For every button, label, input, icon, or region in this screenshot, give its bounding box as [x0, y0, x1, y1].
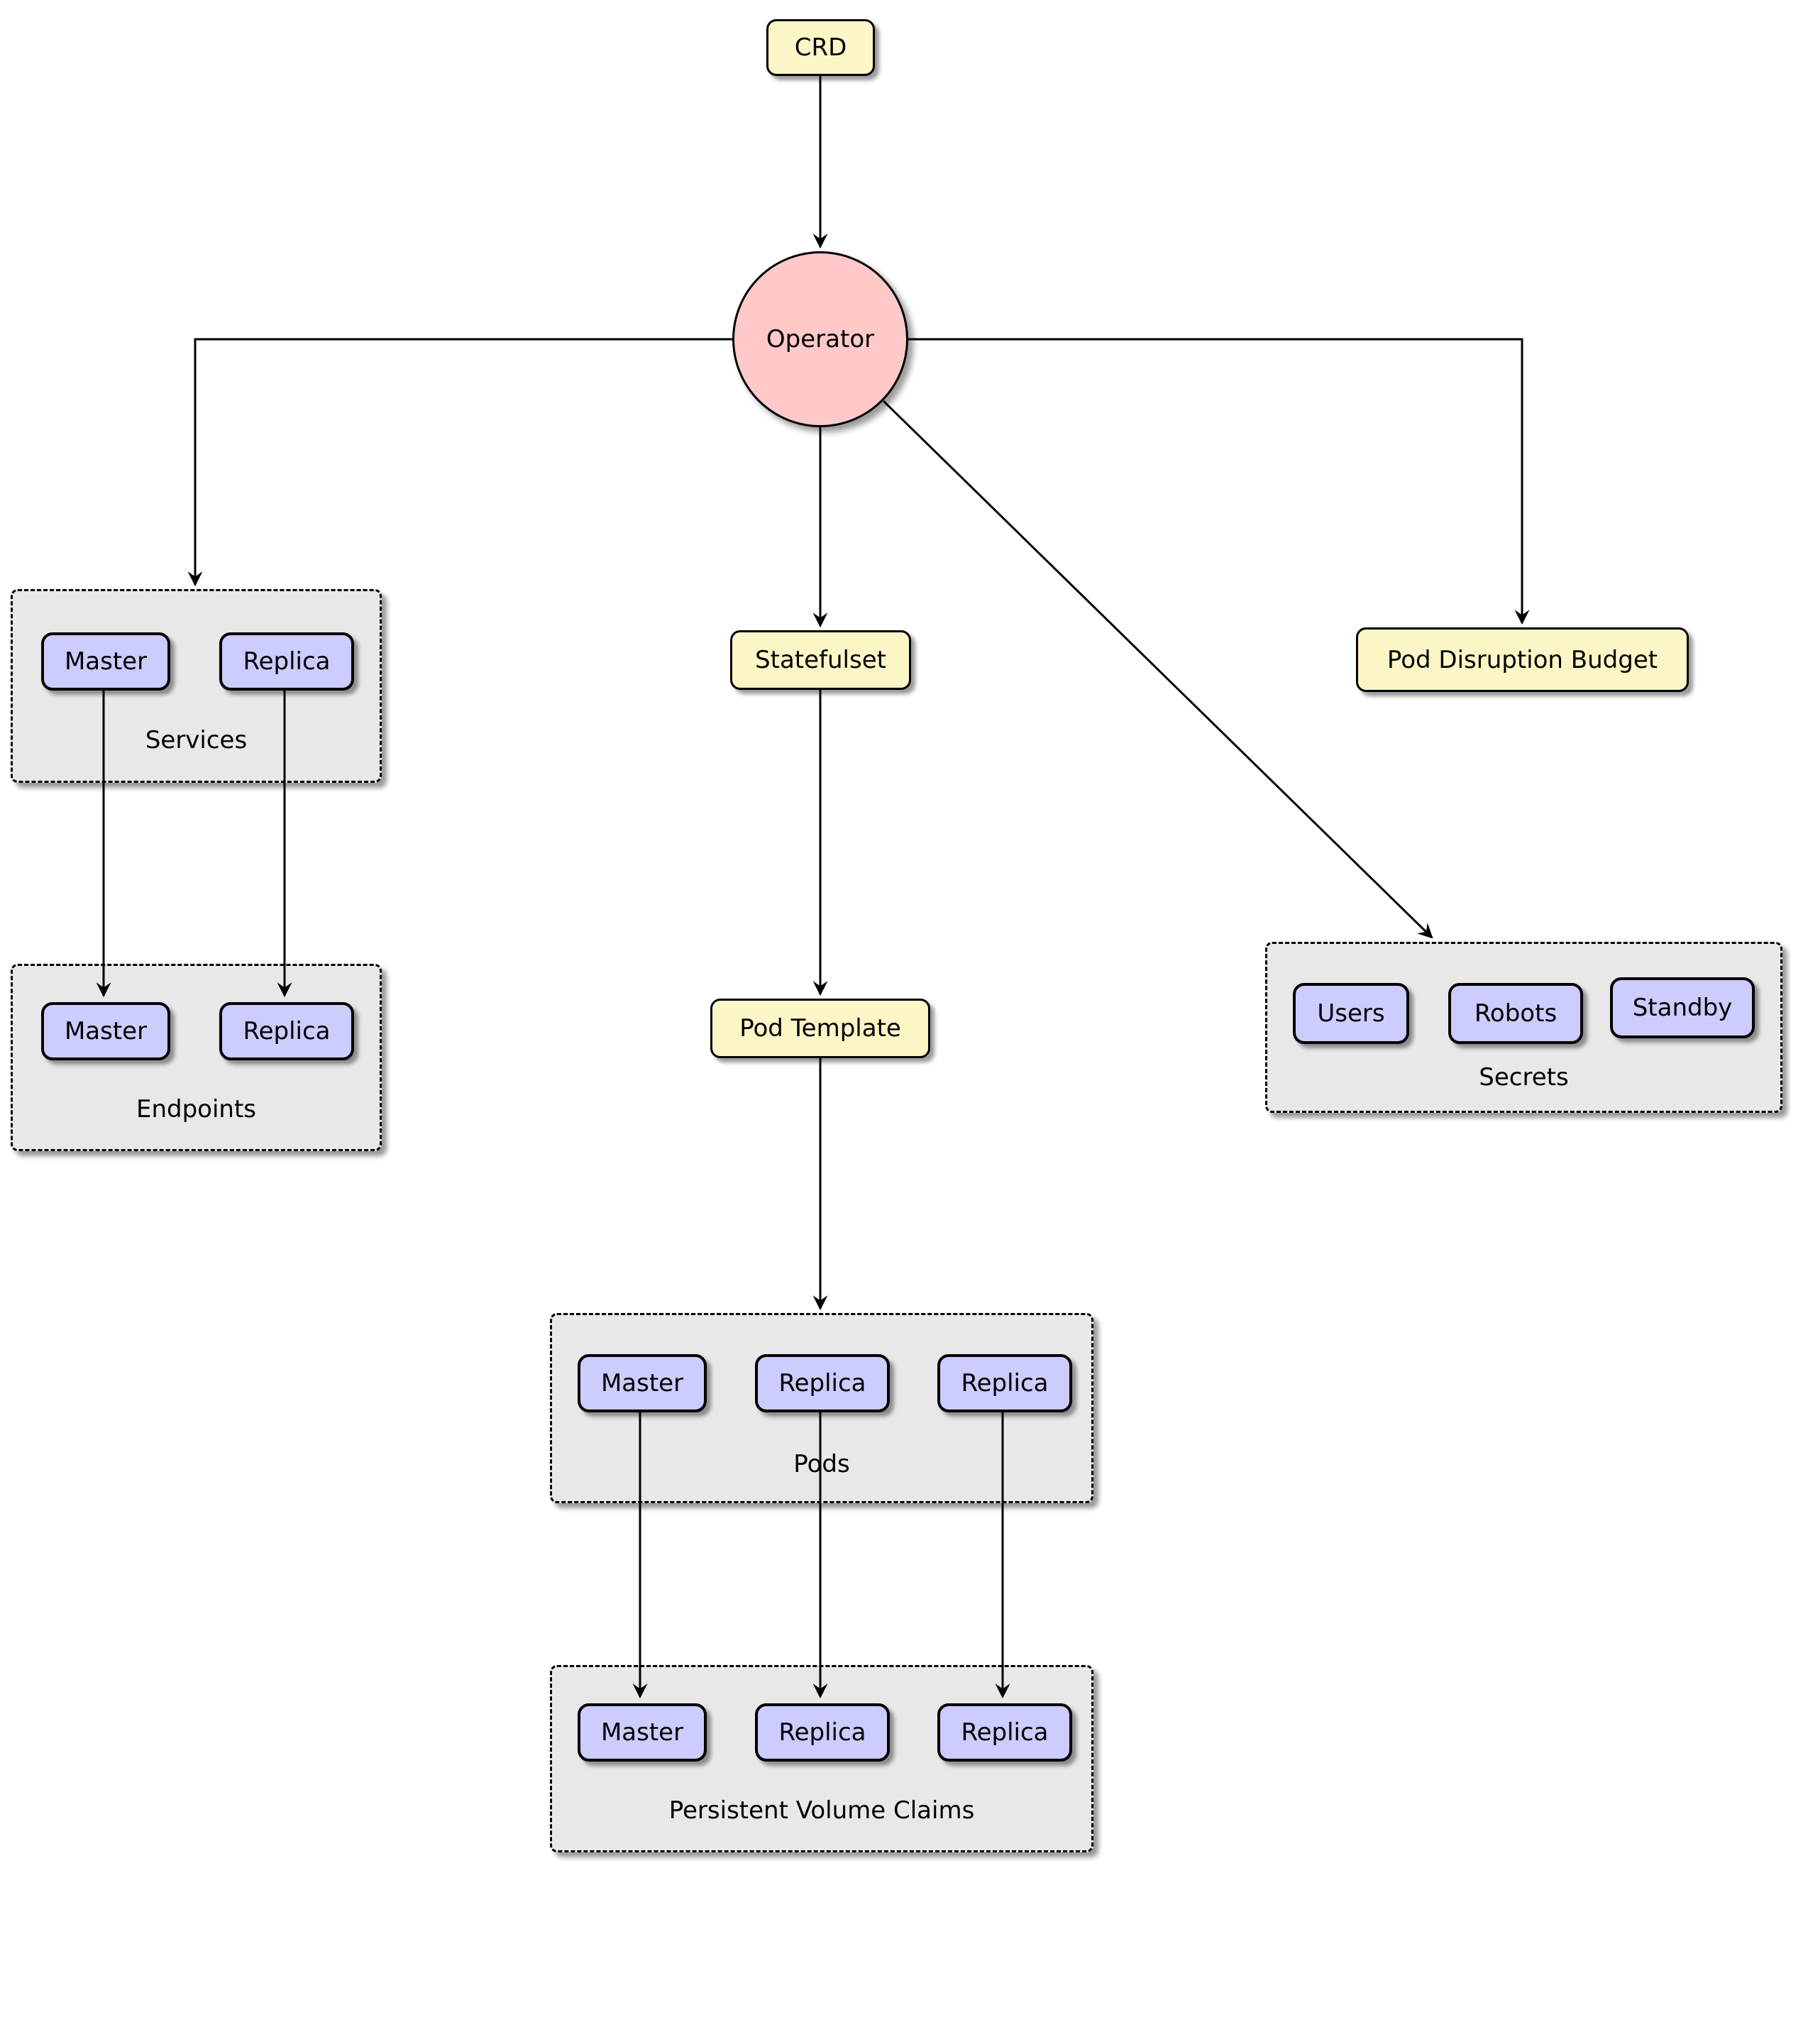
node-statefulset: Statefulset [730, 630, 911, 690]
pvc-replica2-node: Replica [937, 1703, 1072, 1762]
group-services-label: Services [145, 726, 248, 754]
pods-master-node: Master [578, 1354, 707, 1412]
edge-operator-secrets [882, 400, 1433, 939]
node-pod-disruption-budget: Pod Disruption Budget [1356, 627, 1689, 692]
secrets-standby-node: Standby [1610, 977, 1755, 1038]
node-crd: CRD [766, 19, 875, 76]
pods-replica2-node: Replica [937, 1354, 1072, 1412]
pvc-replica1-node: Replica [755, 1703, 890, 1762]
group-persistent-volume-claims-label: Persistent Volume Claims [668, 1796, 975, 1825]
services-master-node: Master [41, 632, 170, 691]
endpoints-master-node: Master [41, 1002, 170, 1060]
pods-replica1-node: Replica [755, 1354, 890, 1412]
node-pod-template: Pod Template [710, 999, 930, 1058]
secrets-robots-node: Robots [1448, 983, 1583, 1044]
group-pods-label: Pods [793, 1450, 850, 1478]
endpoints-replica-node: Replica [219, 1002, 354, 1060]
services-replica-node: Replica [219, 632, 354, 691]
group-pods: Master Replica Replica Pods [550, 1313, 1093, 1503]
pvc-master-node: Master [578, 1703, 707, 1762]
node-operator: Operator [732, 251, 908, 427]
group-endpoints-label: Endpoints [136, 1095, 257, 1123]
group-persistent-volume-claims: Master Replica Replica Persistent Volume… [550, 1665, 1093, 1852]
group-services: Master Replica Services [11, 589, 382, 783]
edge-operator-services [187, 338, 732, 587]
group-secrets-label: Secrets [1479, 1063, 1569, 1092]
group-endpoints: Master Replica Endpoints [11, 964, 382, 1151]
edge-operator-pdb [908, 338, 1530, 625]
secrets-users-node: Users [1293, 983, 1409, 1044]
group-secrets: Users Robots Standby Secrets [1265, 942, 1782, 1113]
